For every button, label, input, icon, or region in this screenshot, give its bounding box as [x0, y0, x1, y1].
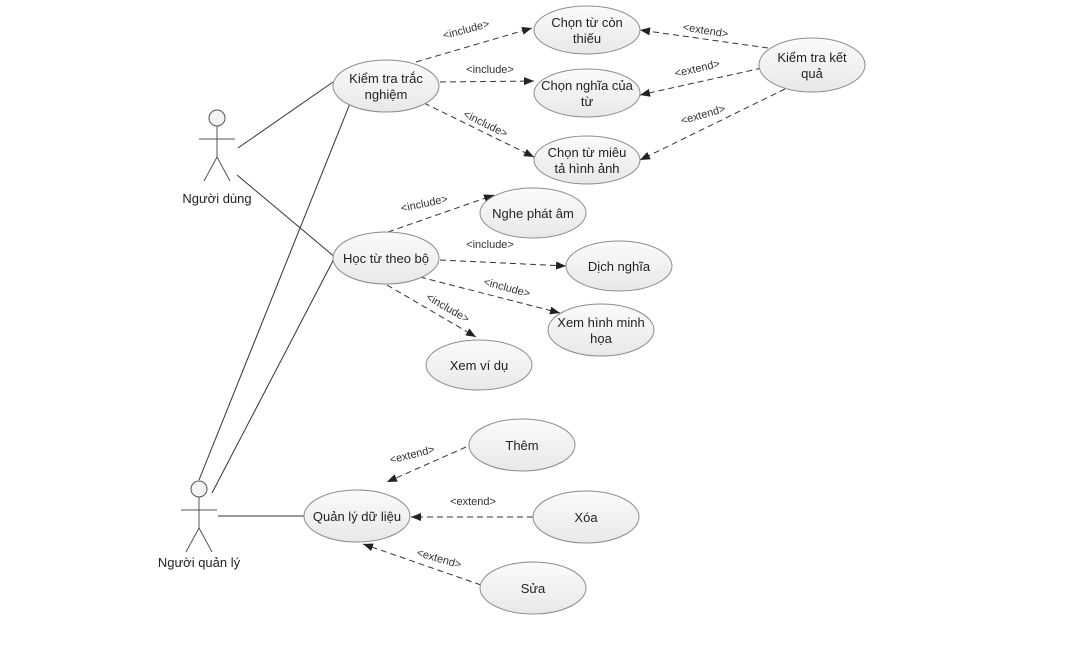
association-user-kiemtra	[237, 81, 334, 149]
actor-head-icon	[190, 480, 208, 498]
include-label-hoctu-dich: <include>	[466, 239, 514, 251]
usecase-label: họa	[590, 331, 612, 346]
usecase-ellipse[interactable]	[332, 231, 440, 285]
extend-label-ketqua-chonnghia: <extend>	[674, 58, 721, 80]
extend-line-ketqua-chonnghia	[639, 67, 763, 97]
usecase-ellipse[interactable]	[533, 5, 641, 55]
usecase-label: quả	[801, 66, 823, 81]
actor-head-icon	[208, 109, 226, 127]
actor-label: Người dùng	[182, 191, 251, 206]
include-line-hoctu-xemhinh	[419, 276, 561, 315]
usecase-ellipse[interactable]	[479, 187, 587, 239]
usecase-label: tả hình ảnh	[554, 161, 619, 176]
association-layer	[198, 81, 352, 517]
usecase-ellipse[interactable]	[547, 303, 655, 357]
include-label-hoctu-nghe: <include>	[400, 193, 449, 215]
include-line-hoctu-nghe	[387, 194, 495, 233]
usecase-label: Học từ theo bộ	[343, 251, 429, 266]
extend-label-ketqua-chonmieuta: <extend>	[679, 103, 726, 127]
association-admin-kiemtra	[198, 100, 352, 481]
actor-left-leg-icon	[185, 527, 200, 553]
extend-line-ketqua-chonmieuta	[639, 88, 786, 161]
actor-right-leg-icon	[216, 156, 231, 182]
usecase-label: Thêm	[505, 438, 538, 453]
usecase-label: Kiểm tra kết	[777, 50, 847, 65]
actor-label: Người quản lý	[158, 555, 241, 570]
include-label-kiemtra-chonmieuta: <include>	[461, 108, 509, 140]
usecase-label: Quản lý dữ liệu	[313, 509, 401, 524]
usecase-label: thiếu	[573, 31, 601, 46]
usecase-them[interactable]: Thêm	[468, 418, 576, 472]
usecase-ellipse[interactable]	[479, 561, 587, 615]
usecase-label: Kiểm tra trắc	[349, 71, 423, 86]
association-user-hoctu	[236, 174, 337, 259]
association-admin-hoctu	[211, 254, 337, 494]
extend-label-ketqua-chontu: <extend>	[682, 22, 729, 41]
usecase-hoctu[interactable]: Học từ theo bộ	[332, 231, 440, 285]
usecase-label: Chọn từ miêu	[548, 145, 627, 160]
usecase-ellipse[interactable]	[332, 59, 440, 113]
usecase-nghe[interactable]: Nghe phát âm	[479, 187, 587, 239]
usecase-ellipse[interactable]	[468, 418, 576, 472]
usecase-ellipse[interactable]	[532, 490, 640, 544]
actor-user[interactable]: Người dùng	[182, 109, 252, 206]
usecase-ellipse[interactable]	[565, 240, 673, 292]
include-line-kiemtra-chonmieuta	[423, 102, 535, 158]
usecase-label: Xóa	[574, 510, 598, 525]
include-line-kiemtra-chontu	[415, 26, 533, 63]
extend-label-sua-quanly: <extend>	[415, 547, 462, 571]
usecase-label: Sửa	[521, 581, 546, 596]
usecase-label: Dịch nghĩa	[588, 259, 651, 274]
usecase-xemvidu[interactable]: Xem ví dụ	[425, 339, 533, 391]
actor-admin[interactable]: Người quản lý	[158, 480, 241, 570]
usecase-ellipse[interactable]	[425, 339, 533, 391]
usecase-ellipse[interactable]	[758, 37, 866, 93]
include-line-kiemtra-chonnghia	[439, 77, 535, 86]
usecase-label: Chọn từ còn	[551, 15, 623, 30]
usecase-label: từ	[581, 94, 594, 109]
extend-line-ketqua-chontu	[639, 27, 769, 49]
include-line-hoctu-xemvidu	[386, 284, 477, 338]
extend-label-xoa-quanly: <extend>	[450, 496, 496, 508]
include-label-kiemtra-chonnghia: <include>	[466, 64, 514, 76]
usecase-label: Xem ví dụ	[450, 358, 509, 373]
actor-right-leg-icon	[198, 527, 213, 553]
usecase-ellipse[interactable]	[303, 489, 411, 543]
usecase-quanly[interactable]: Quản lý dữ liệu	[303, 489, 411, 543]
actor-left-leg-icon	[203, 156, 218, 182]
usecase-ellipse[interactable]	[533, 135, 641, 185]
usecase-label: Xem hình minh	[557, 315, 644, 330]
usecase-ellipse[interactable]	[533, 68, 641, 118]
include-label-kiemtra-chontu: <include>	[442, 18, 491, 42]
include-label-hoctu-xemhinh: <include>	[482, 276, 531, 300]
include-line-hoctu-dich	[439, 259, 567, 270]
usecase-dich[interactable]: Dịch nghĩa	[565, 240, 673, 292]
usecase-sua[interactable]: Sửa	[479, 561, 587, 615]
usecase-label: Nghe phát âm	[492, 206, 574, 221]
extend-line-sua-quanly	[362, 543, 482, 586]
usecase-xoa[interactable]: Xóa	[532, 490, 640, 544]
extend-line-them-quanly	[386, 446, 467, 483]
usecase-label: Chọn nghĩa của	[541, 78, 634, 93]
usecase-label: nghiệm	[365, 87, 408, 102]
